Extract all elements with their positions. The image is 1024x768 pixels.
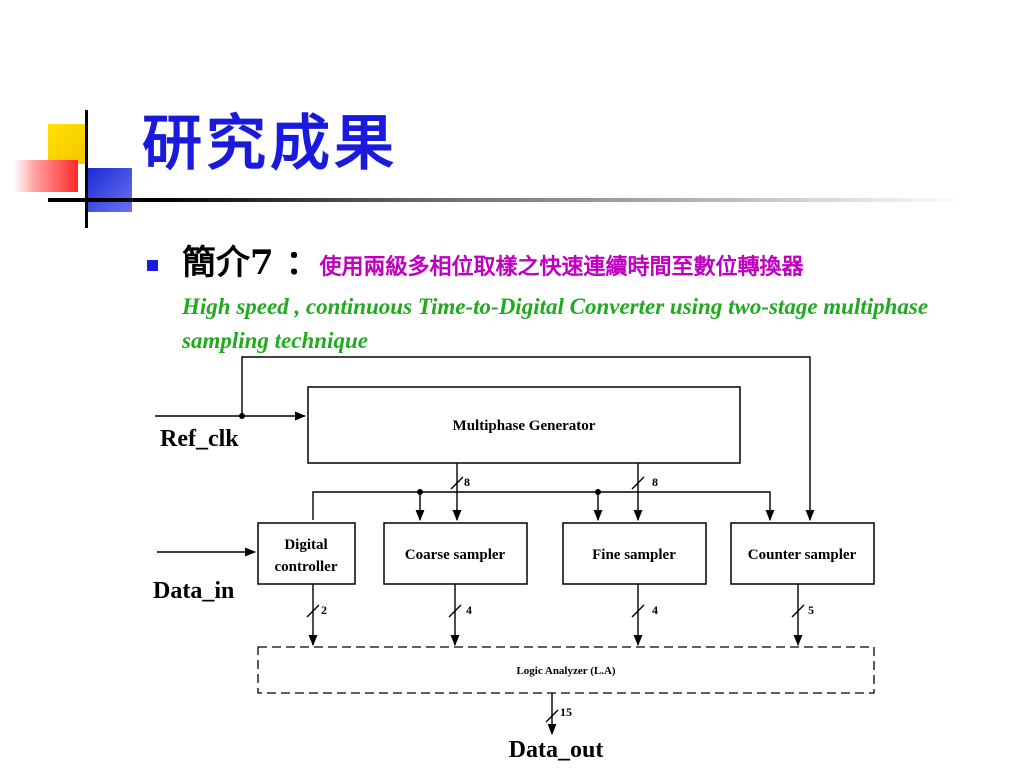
counter-sampler-label: Counter sampler [748, 547, 857, 563]
fine-out-width: 4 [652, 603, 658, 617]
fine-sampler-label: Fine sampler [592, 547, 676, 563]
ref-clk-label: Ref_clk [160, 426, 239, 452]
controller-fine-junction [595, 489, 601, 495]
logic-analyzer-block [257, 646, 875, 694]
data-out-label: Data_out [509, 737, 604, 763]
generator-to-fine-slash [631, 476, 645, 490]
bullet-marker [147, 260, 158, 271]
analyzer-out-width: 15 [560, 705, 572, 719]
decor-yellow-square [48, 124, 88, 164]
bullet-label: 簡介7 ： [182, 243, 320, 283]
controller-out-width: 2 [321, 603, 327, 617]
title-underline [48, 198, 968, 202]
decor-vertical-line [85, 110, 88, 228]
controller-bus-wire [312, 491, 775, 522]
coarse-sampler-block [383, 522, 528, 585]
digital-controller-label-line1: Digital [284, 537, 327, 553]
bullet-english-title: High speed , continuous Time-to-Digital … [182, 294, 929, 353]
multiphase-generator-label: Multiphase Generator [453, 418, 596, 434]
digital-controller-block [257, 522, 356, 585]
bullet-chinese-title: 使用兩級多相位取樣之快速連續時間至數位轉換器 [319, 254, 804, 280]
slide-title: 研究成果 [142, 109, 398, 179]
decor-blue-square [88, 168, 132, 212]
counter-sampler-block [730, 522, 875, 585]
generator-to-fine-width: 8 [652, 475, 658, 489]
controller-out-slash [306, 604, 320, 618]
counter-out-width: 5 [808, 603, 814, 617]
data-in-label: Data_in [153, 578, 234, 604]
coarse-out-slash [448, 604, 462, 618]
coarse-out-width: 4 [466, 603, 472, 617]
decor-red-square [14, 160, 78, 192]
digital-controller-label-line2: controller [274, 559, 337, 575]
generator-to-coarse-width: 8 [464, 475, 470, 489]
generator-to-coarse-slash [450, 476, 464, 490]
analyzer-out-slash [545, 709, 559, 723]
logic-analyzer-label: Logic Analyzer (L.A) [516, 665, 615, 677]
controller-coarse-junction [417, 489, 423, 495]
fine-out-slash [631, 604, 645, 618]
fine-sampler-block [562, 522, 707, 585]
ref-clk-to-counter-wire [241, 356, 815, 522]
counter-out-slash [791, 604, 805, 618]
multiphase-generator-block [307, 386, 741, 464]
coarse-sampler-label: Coarse sampler [405, 547, 506, 563]
bullet-heading: 簡介7 ：使用兩級多相位取樣之快速連續時間至數位轉換器 [182, 238, 804, 294]
